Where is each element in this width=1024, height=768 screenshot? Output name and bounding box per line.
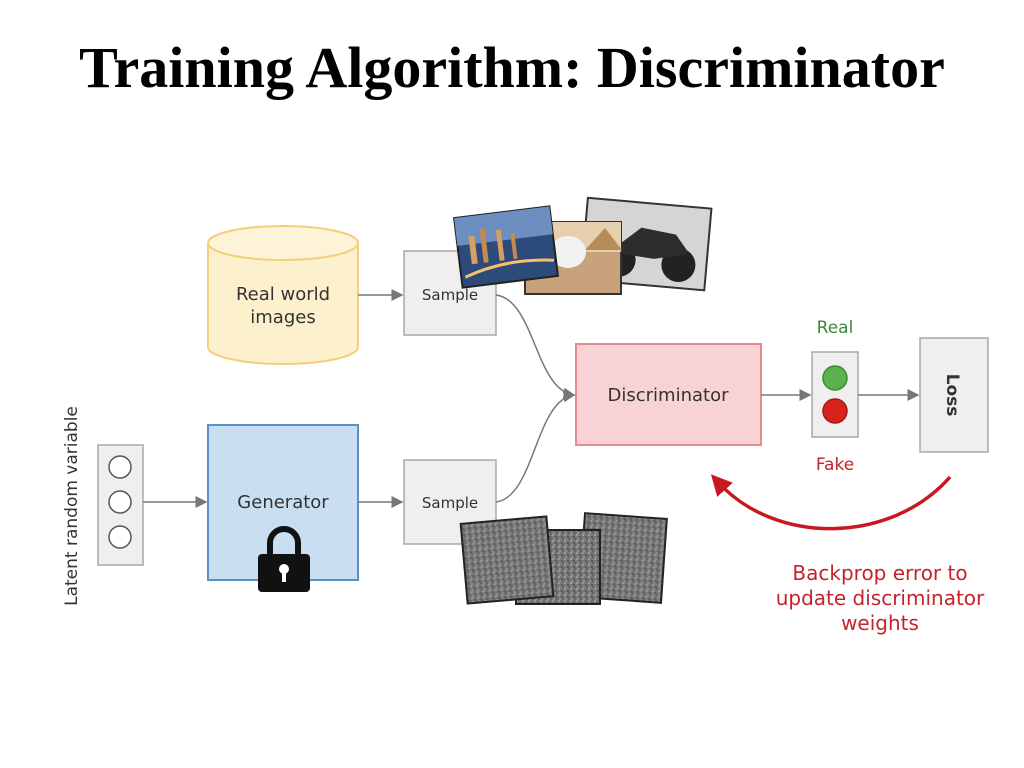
slide-title: Training Algorithm: Discriminator <box>79 35 945 100</box>
generator-label: Generator <box>237 492 329 513</box>
generator-box: Generator <box>207 424 359 581</box>
city-night-photo <box>452 205 560 289</box>
sample-box-bottom: Sample <box>403 459 497 545</box>
generated-noise-images <box>459 512 668 605</box>
real-world-images-database: Real world images <box>207 225 359 365</box>
real-image-thumbnails <box>452 196 713 295</box>
discriminator-box: Discriminator <box>575 343 762 446</box>
backprop-note: Backprop error to update discriminator w… <box>776 561 985 635</box>
backprop-note-line3: weights <box>841 611 919 635</box>
fake-label: Fake <box>816 455 854 475</box>
latent-variable-label: Latent random variable <box>62 406 82 606</box>
connectors <box>143 289 920 508</box>
loss-box: Loss <box>919 337 989 453</box>
real-label: Real <box>817 318 854 338</box>
latent-vector <box>97 444 144 566</box>
discriminator-label: Discriminator <box>608 385 730 406</box>
real-light <box>822 365 848 391</box>
loss-label: Loss <box>942 374 962 417</box>
sample-top-label: Sample <box>422 286 478 304</box>
backprop-note-line2: update discriminator <box>776 586 985 610</box>
lock-icon <box>258 526 310 592</box>
backprop-note-line1: Backprop error to <box>792 561 967 585</box>
real-world-label-line1: Real world <box>236 284 330 305</box>
fake-light <box>822 398 848 424</box>
real-world-label-line2: images <box>250 307 315 328</box>
sample-bottom-label: Sample <box>422 494 478 512</box>
backprop-arrow <box>710 474 952 531</box>
real-fake-indicator <box>811 351 859 438</box>
